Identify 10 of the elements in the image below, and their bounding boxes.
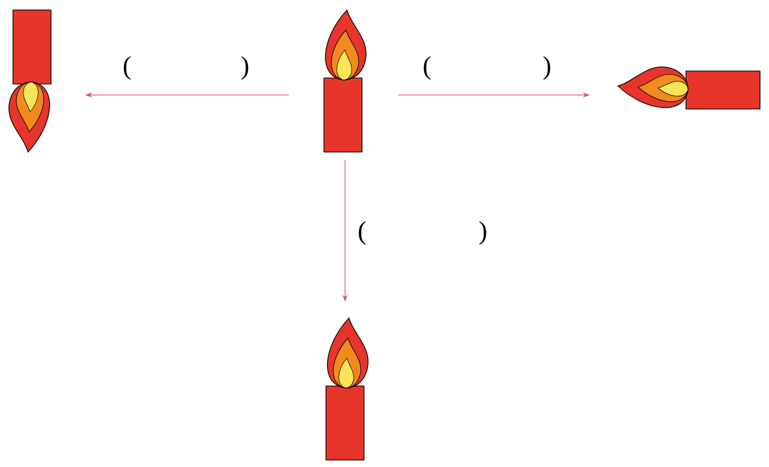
- parenthesis: ): [544, 56, 550, 80]
- parenthesis: (: [424, 56, 430, 80]
- parenthesis: ): [242, 56, 248, 80]
- candle-drawing: [326, 318, 368, 460]
- candle-drawing: [618, 66, 760, 110]
- parenthesis: (: [358, 221, 366, 245]
- parenthesis: (: [124, 56, 130, 80]
- candle-drawing: [324, 10, 366, 152]
- parenthesis: ): [480, 221, 486, 245]
- candle-drawing: [8, 10, 52, 152]
